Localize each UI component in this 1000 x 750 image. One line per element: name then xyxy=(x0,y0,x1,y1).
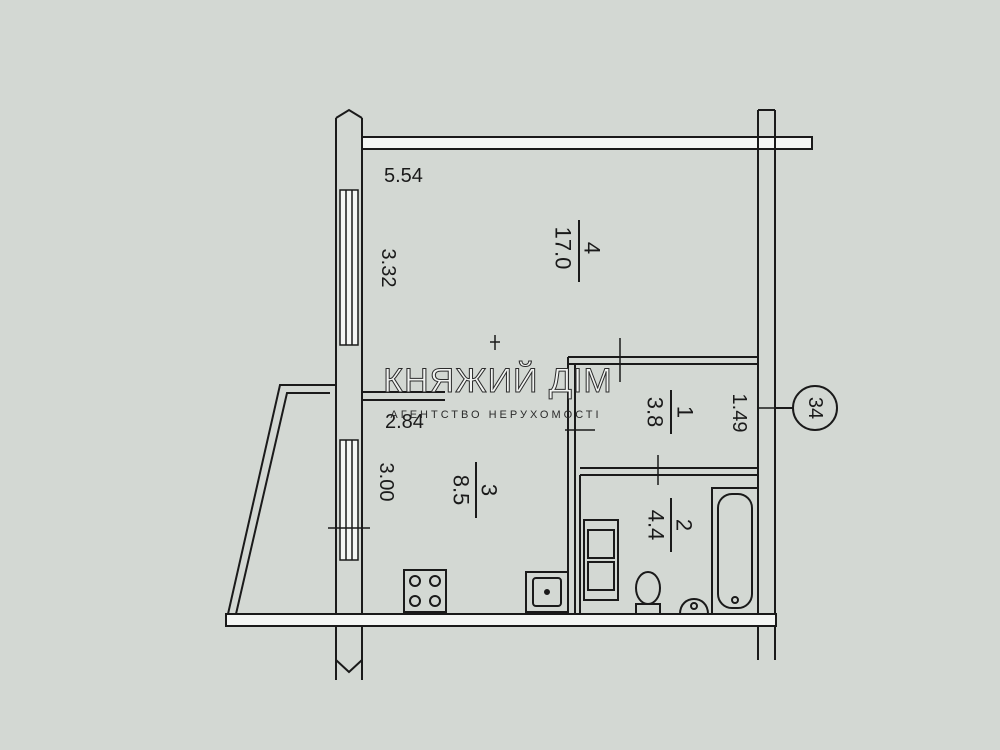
cabinet-icon xyxy=(583,519,619,601)
room-number: 4 xyxy=(580,242,605,254)
dimension-hall-length: 1.49 xyxy=(728,394,750,433)
washbasin-icon xyxy=(679,598,709,615)
dimension-kitchen-length: 3.00 xyxy=(375,463,397,502)
room-label-main: 4 17.0 xyxy=(551,220,605,282)
apartment-number-marker: 34 xyxy=(775,385,838,431)
room-label-kitchen: 3 8.5 xyxy=(449,462,502,518)
bottom-wall xyxy=(225,613,777,627)
dimension-main-room-length: 3.32 xyxy=(377,249,399,288)
room-area: 8.5 xyxy=(449,475,474,506)
balcony xyxy=(227,384,336,615)
watermark-subtitle: АГЕНТСТВО НЕРУХОМОСТІ xyxy=(390,409,601,421)
window-bottom xyxy=(339,439,359,561)
toilet-icon xyxy=(635,571,661,615)
dimension-top-width: 5.54 xyxy=(384,165,423,187)
watermark-title: КНЯЖИЙ ДІМ xyxy=(383,362,612,400)
dimension-ticks xyxy=(328,335,790,529)
room-area: 4.4 xyxy=(644,510,669,541)
apartment-number: 34 xyxy=(804,397,826,419)
bathtub-icon xyxy=(711,487,759,615)
room-area: 17.0 xyxy=(551,227,576,270)
room-label-hall: 1 3.8 xyxy=(643,390,698,434)
window-top xyxy=(339,189,359,346)
room-number: 1 xyxy=(673,406,698,418)
dimension-kitchen-width: 2.84 xyxy=(385,411,424,433)
room-number: 3 xyxy=(477,484,502,496)
right-wall xyxy=(757,109,776,660)
room-area: 3.8 xyxy=(643,397,668,428)
room-number: 2 xyxy=(672,519,697,531)
stove-icon xyxy=(403,569,447,613)
sink-icon xyxy=(525,571,569,613)
room-label-bathroom: 2 4.4 xyxy=(644,498,697,552)
top-wall xyxy=(361,136,813,150)
watermark: КНЯЖИЙ ДІМ АГЕНТСТВО НЕРУХОМОСТІ xyxy=(383,362,612,422)
interior-walls xyxy=(362,356,758,614)
